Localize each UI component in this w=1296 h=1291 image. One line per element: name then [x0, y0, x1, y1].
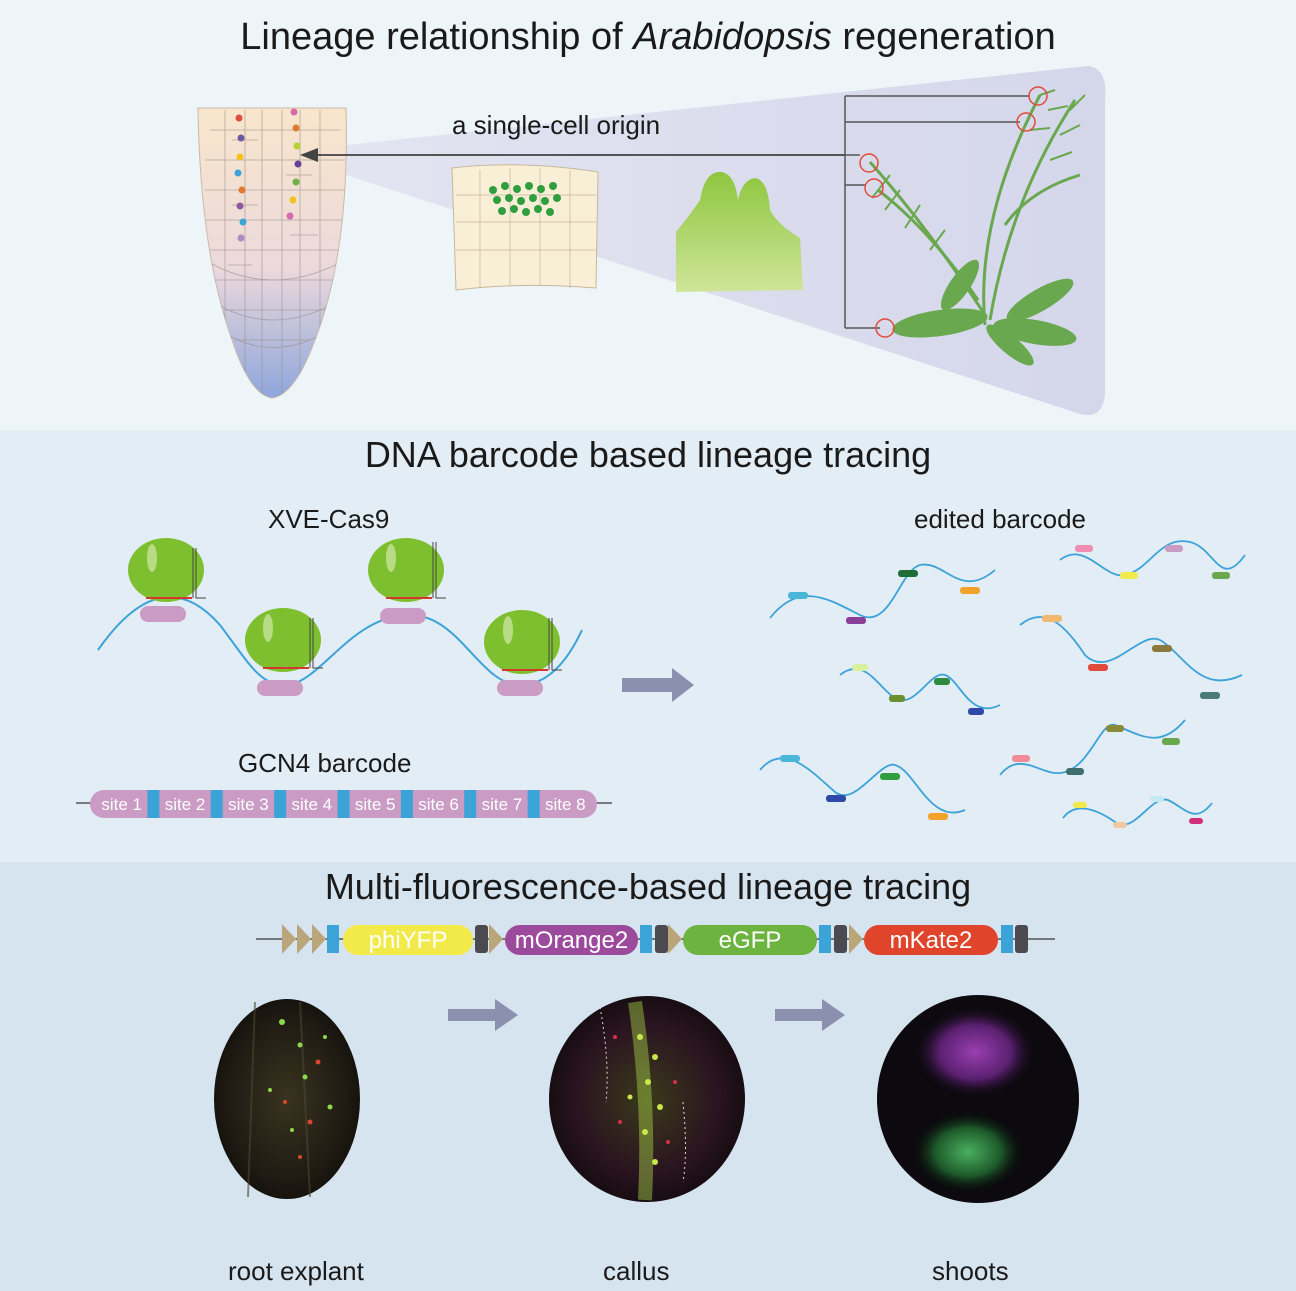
root-cell-dots	[234, 108, 302, 242]
lox-triangle	[489, 924, 503, 954]
barcode-site-label: site 8	[545, 795, 586, 814]
xve-cas9-label: XVE-Cas9	[268, 504, 390, 534]
edited-barcode-marks	[780, 545, 1230, 828]
fluorescent-protein-block	[864, 925, 998, 955]
fluorescent-protein-label: mKate2	[890, 927, 973, 954]
shoots-image	[877, 995, 1079, 1203]
lineage-relationship-panel: Lineage relationship of Arabidopsis rege…	[0, 0, 1296, 430]
barcode-site-separator	[210, 790, 223, 818]
origin-circles	[859, 86, 1048, 338]
shoot-primordium	[676, 171, 803, 292]
stage-label-root-explant: root explant	[228, 1256, 364, 1286]
terminator-block	[475, 925, 488, 953]
barcode-site-label: site 6	[418, 795, 459, 814]
fluorescent-protein-label: eGFP	[719, 927, 782, 954]
fluorescent-protein-block	[683, 925, 817, 955]
cas9-complex-1	[128, 538, 206, 622]
lineage-illustration	[197, 66, 1106, 416]
root-tip	[197, 107, 347, 399]
barcode-site-label: site 3	[228, 795, 269, 814]
terminator-block	[1015, 925, 1028, 953]
terminator-block	[834, 925, 847, 953]
origin-arrowhead	[300, 148, 318, 162]
lox-triangle	[668, 924, 682, 954]
fluorescent-protein-label: mOrange2	[515, 927, 628, 954]
lox-site-blue	[819, 925, 831, 953]
lox-site-blue	[1001, 925, 1013, 953]
rosette-leaves	[892, 259, 1077, 366]
promoter-triangle	[297, 924, 311, 954]
fluorescence-construct: phiYFP mOrange2 eGFP mKate2	[282, 924, 1028, 955]
barcode-site-label: site 4	[291, 795, 332, 814]
barcode-site-label: site 5	[355, 795, 396, 814]
fluorescent-protein-block	[343, 925, 473, 955]
middle-panel-title: DNA barcode based lineage tracing	[364, 434, 932, 475]
barcode-sites: site 1 site 2 site 3 site 4 site 5 site 6 site…	[101, 790, 586, 818]
title-italic-species: Arabidopsis	[633, 16, 832, 58]
root-explant-image	[214, 999, 360, 1199]
cas9-complex-3	[368, 538, 446, 624]
barcode-site-separator	[527, 790, 540, 818]
edited-barcode-label: edited barcode	[914, 504, 1087, 534]
barcode-site-separator	[274, 790, 287, 818]
arabidopsis-plant	[868, 89, 1086, 326]
lineage-tree	[844, 95, 1030, 329]
callus-tissue	[451, 164, 599, 291]
cas9-complex-4	[484, 610, 562, 696]
lox-triangle	[849, 924, 863, 954]
stage-label-shoots: shoots	[932, 1256, 1009, 1286]
fluorescent-protein-label: phiYFP	[369, 927, 448, 954]
barcode-site-separator	[147, 790, 160, 818]
fluorescence-illustration: phiYFP mOrange2 eGFP mKate2	[214, 924, 1079, 1203]
single-cell-origin-label: a single-cell origin	[452, 110, 661, 140]
process-arrow	[622, 668, 694, 702]
promoter-triangle	[312, 924, 326, 954]
edited-barcodes	[759, 540, 1246, 826]
barcode-site-label: site 1	[101, 795, 142, 814]
barcode-illustration: site 1 site 2 site 3 site 4 site 5 site 6 site…	[76, 538, 1246, 828]
terminator-block	[655, 925, 668, 953]
stage-arrow-1	[448, 999, 518, 1031]
multi-fluorescence-panel: Multi-fluorescence-based lineage tracing	[0, 862, 1296, 1291]
barcode-site-separator	[464, 790, 477, 818]
callus-image	[549, 996, 745, 1202]
dna-barcode-panel: DNA barcode based lineage tracing XVE-Ca…	[0, 430, 1296, 862]
lox-site-blue	[640, 925, 652, 953]
fluorescent-protein-block	[505, 925, 638, 955]
bottom-panel-title: Multi-fluorescence-based lineage tracing	[324, 866, 972, 907]
lox-site-blue	[327, 925, 339, 953]
promoter-triangle	[282, 924, 296, 954]
barcode-site-label: site 7	[482, 795, 523, 814]
top-panel-title: Lineage relationship of Arabidopsis rege…	[240, 16, 1056, 58]
gcn4-barcode-label: GCN4 barcode	[238, 748, 412, 778]
barcode-site-separator	[400, 790, 413, 818]
stage-label-callus: callus	[603, 1256, 670, 1286]
cas9-complex-2	[245, 608, 323, 696]
stage-arrow-2	[775, 999, 845, 1031]
barcode-site-separator	[337, 790, 350, 818]
barcode-site-label: site 2	[165, 795, 206, 814]
